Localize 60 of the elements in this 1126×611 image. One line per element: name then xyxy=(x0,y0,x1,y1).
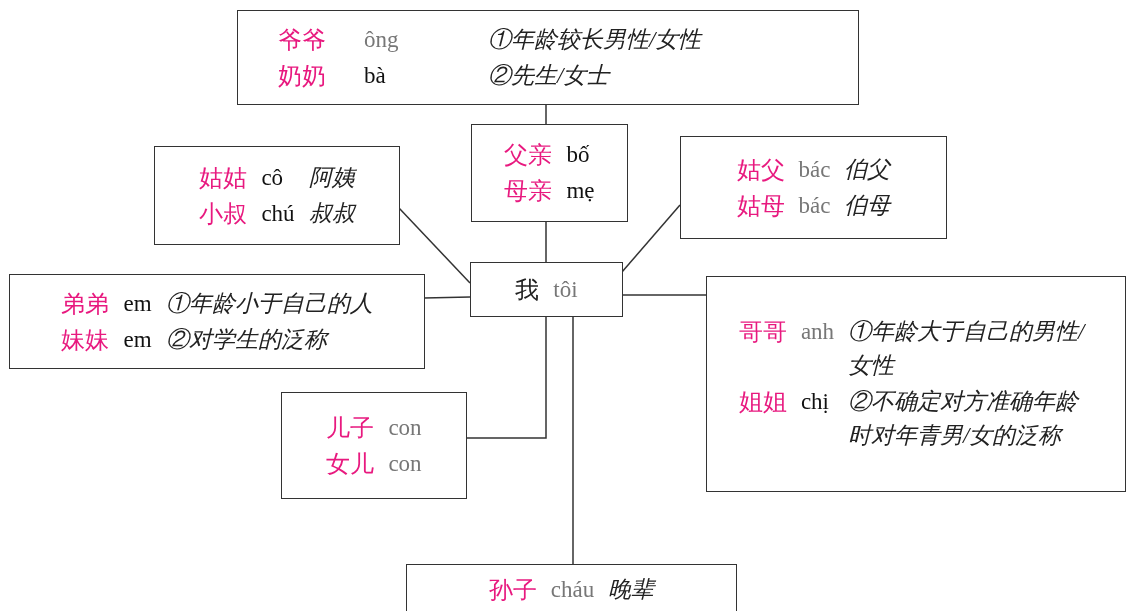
vietnamese-word: em xyxy=(123,289,152,318)
chinese-term: 女儿 xyxy=(326,449,375,479)
connector-line xyxy=(465,315,547,439)
chinese-term: 弟弟 xyxy=(61,289,110,319)
kinship-box xyxy=(9,274,425,369)
meaning-text: 伯父 xyxy=(844,155,891,184)
chinese-term: 姑父 xyxy=(736,155,785,185)
chinese-term: 孙子 xyxy=(488,576,537,605)
vietnamese-word: bác xyxy=(798,155,831,184)
vietnamese-word: con xyxy=(388,449,422,478)
chinese-term: 哥哥 xyxy=(738,318,787,347)
meaning-text: 叔叔 xyxy=(308,199,355,228)
meaning-text: 伯母 xyxy=(844,191,891,220)
chinese-term: 姐姐 xyxy=(738,388,787,417)
vietnamese-word: cháu xyxy=(550,576,595,604)
meaning-text: ②对学生的泛称 xyxy=(165,322,373,357)
chinese-term: 我 xyxy=(515,275,540,305)
connector-line xyxy=(423,296,471,299)
chinese-term: 姑姑 xyxy=(199,163,248,193)
meaning-text: ②先生/女士 xyxy=(488,61,612,90)
connector-line xyxy=(545,220,547,263)
connector-line xyxy=(621,294,707,296)
meaning-text: ①年龄较长男性/女性 xyxy=(488,25,702,54)
vietnamese-word: chú xyxy=(261,199,295,228)
meaning-text: ②不确定对方准确年龄时对年青男/女的泛称 xyxy=(848,388,1081,450)
kinship-box xyxy=(154,146,400,245)
chinese-term: 母亲 xyxy=(504,177,553,206)
connector-line xyxy=(398,207,471,284)
chinese-term: 小叔 xyxy=(199,199,248,229)
kinship-box xyxy=(706,276,1126,492)
meaning-text: 阿姨 xyxy=(308,163,355,192)
chinese-term: 奶奶 xyxy=(278,61,327,91)
kinship-box xyxy=(281,392,467,499)
meaning-text: 晚辈 xyxy=(608,576,655,604)
kinship-box xyxy=(406,564,737,611)
vietnamese-word: bác xyxy=(798,191,831,220)
vietnamese-word: bà xyxy=(364,61,387,90)
chinese-term: 父亲 xyxy=(504,141,553,170)
vietnamese-word: tôi xyxy=(553,275,578,304)
vietnamese-word: chị xyxy=(800,388,830,416)
chinese-term: 爷爷 xyxy=(278,25,327,55)
kinship-box xyxy=(680,136,947,239)
vietnamese-word: mẹ xyxy=(566,177,595,205)
connector-line xyxy=(572,315,574,565)
vietnamese-word: con xyxy=(388,413,422,442)
meaning-text: ①年龄小于自己的人 xyxy=(165,289,373,318)
connector-line xyxy=(621,204,681,273)
kinship-box xyxy=(471,124,628,222)
kinship-box xyxy=(470,262,623,317)
vietnamese-word: bố xyxy=(566,141,591,169)
meaning-text: ①年龄大于自己的男性/女性 xyxy=(848,318,1087,380)
kinship-box xyxy=(237,10,859,105)
vietnamese-word: ông xyxy=(364,25,400,54)
chinese-term: 妹妹 xyxy=(61,325,110,355)
connector-line xyxy=(545,103,547,125)
chinese-term: 儿子 xyxy=(326,413,375,443)
chinese-term: 姑母 xyxy=(736,191,785,221)
vietnamese-word: anh xyxy=(800,318,835,346)
vietnamese-word: cô xyxy=(261,163,285,192)
vietnamese-word: em xyxy=(123,325,152,354)
